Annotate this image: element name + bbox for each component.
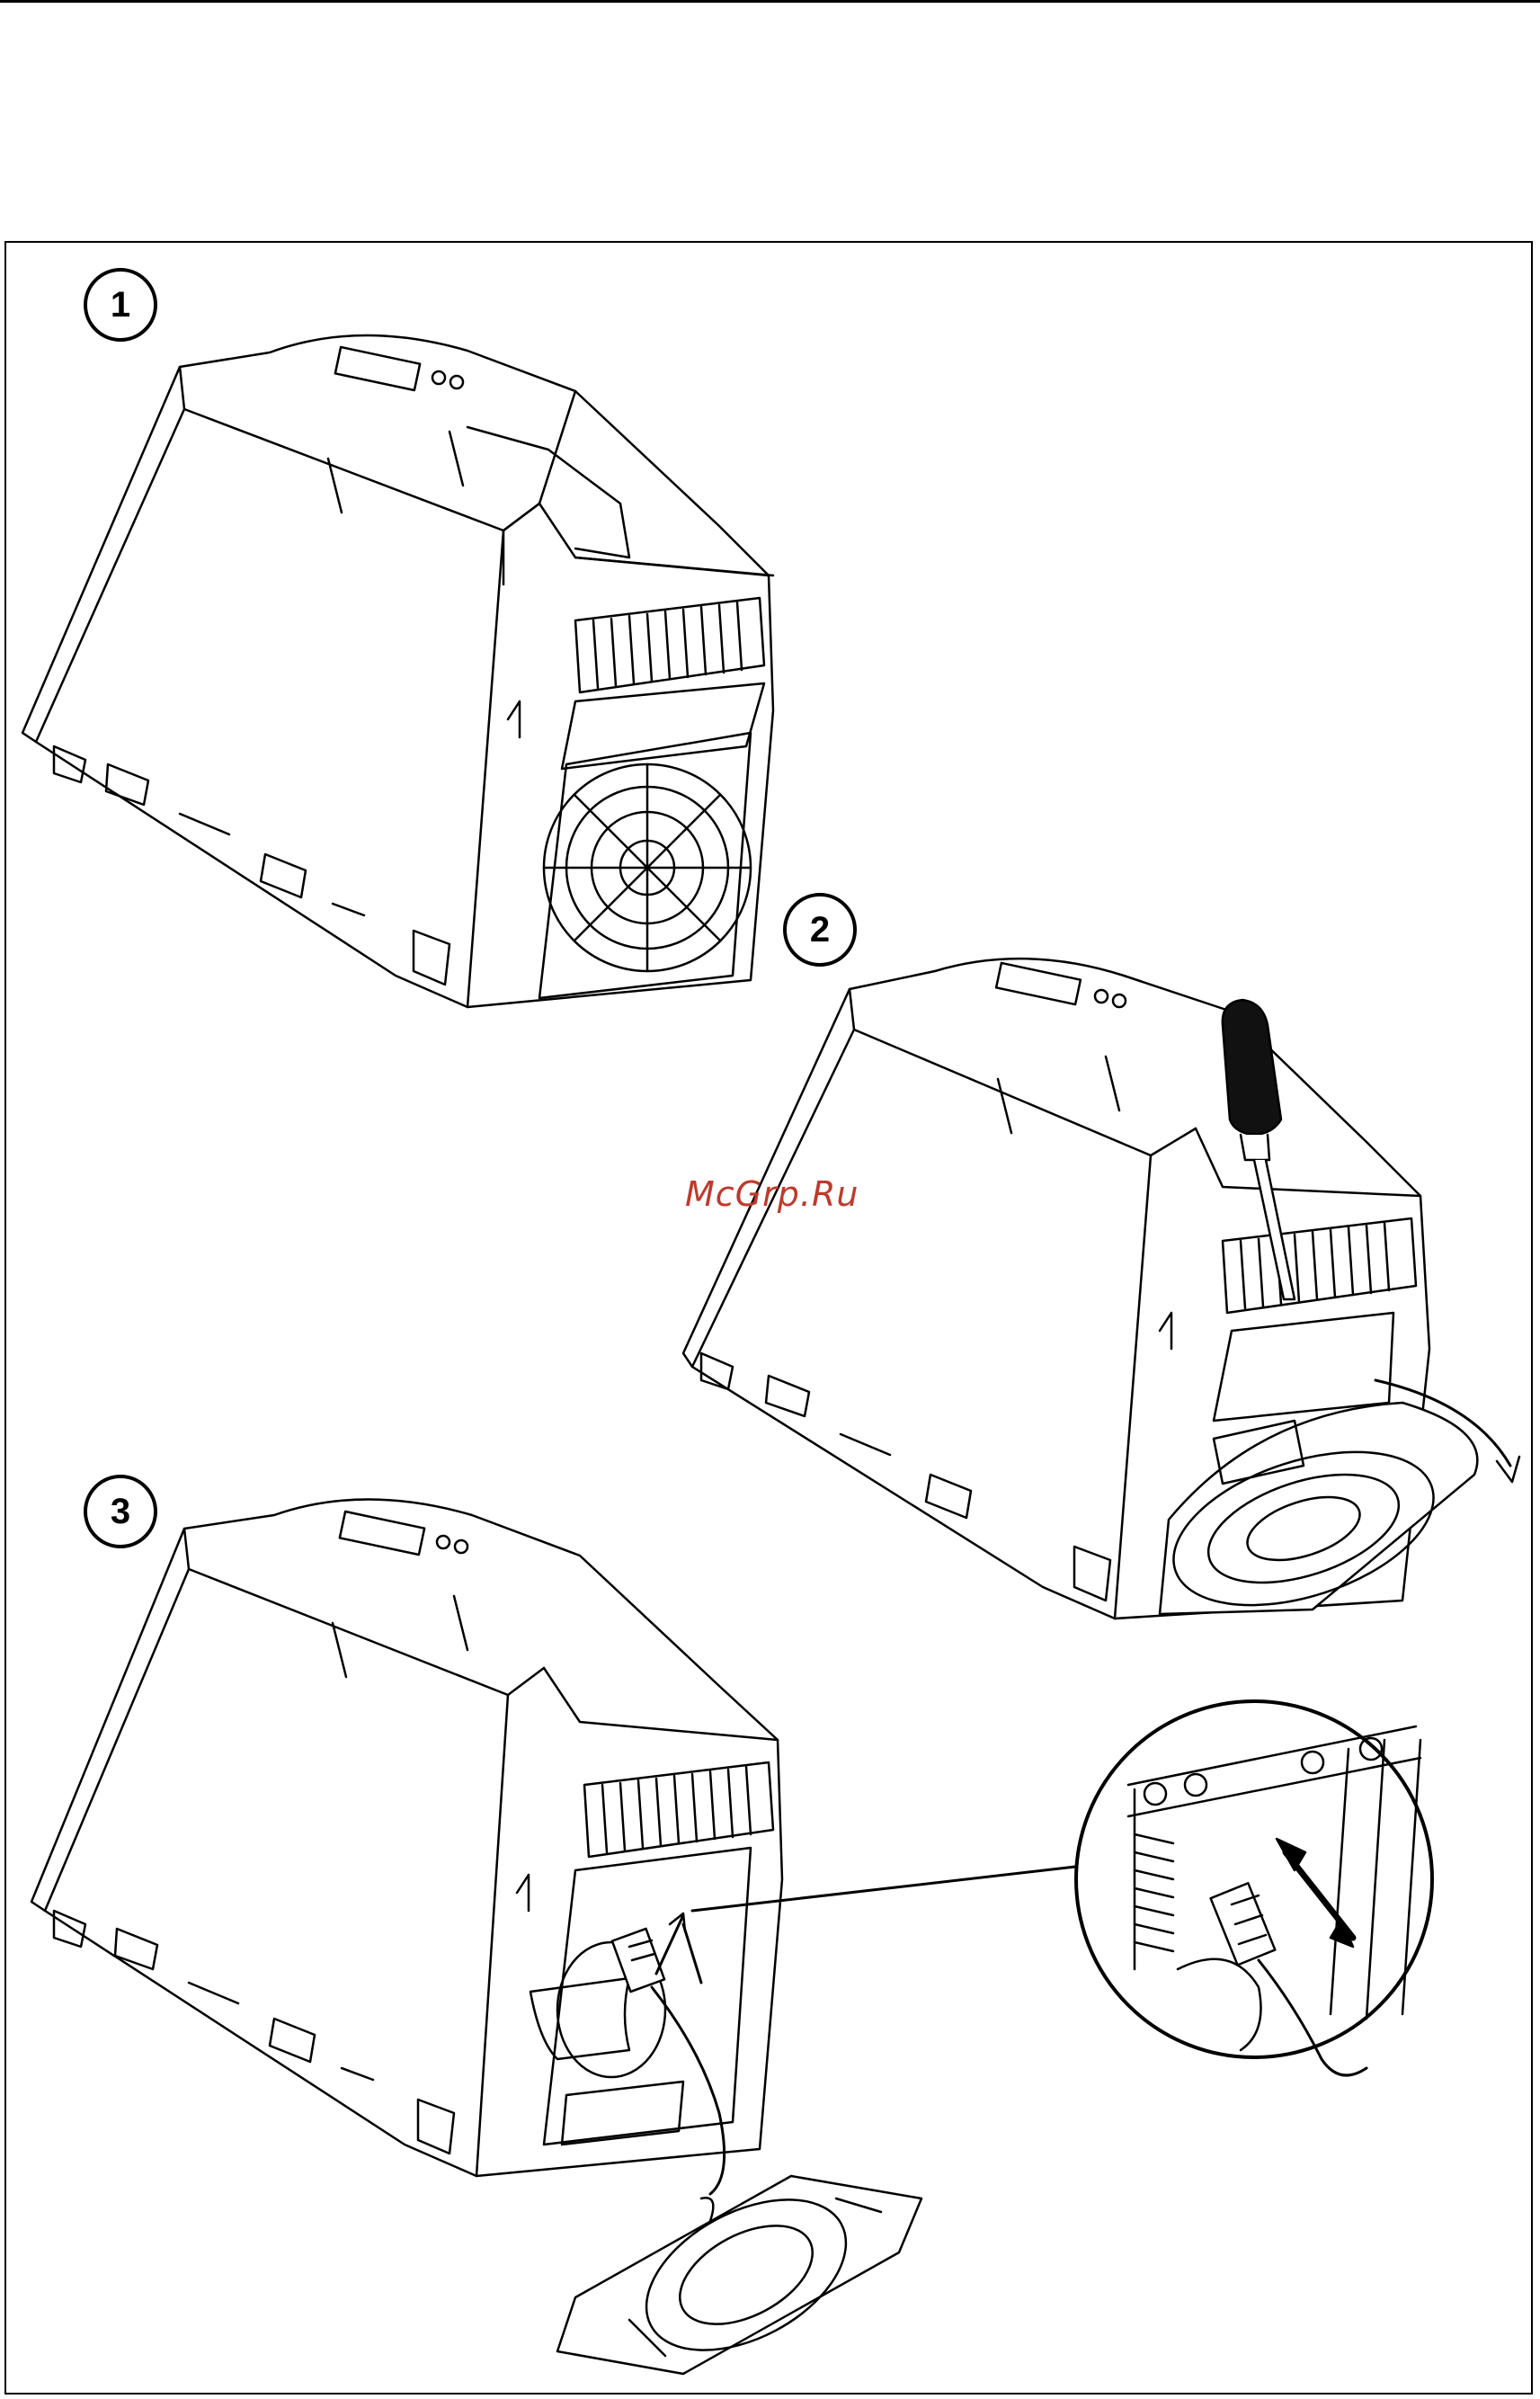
step-2-number: 2 [783, 893, 857, 967]
watermark: McGrp.Ru [685, 1174, 859, 1214]
drive-unit-3-illustration [31, 1500, 782, 2195]
drive-unit-1-illustration [22, 335, 773, 1007]
fan-icon [557, 2169, 921, 2381]
drive-unit-2-illustration [683, 959, 1519, 1635]
step-3-number: 3 [84, 1475, 157, 1548]
magnifier-callout [1076, 1701, 1432, 2075]
step-1-number: 1 [84, 268, 157, 342]
